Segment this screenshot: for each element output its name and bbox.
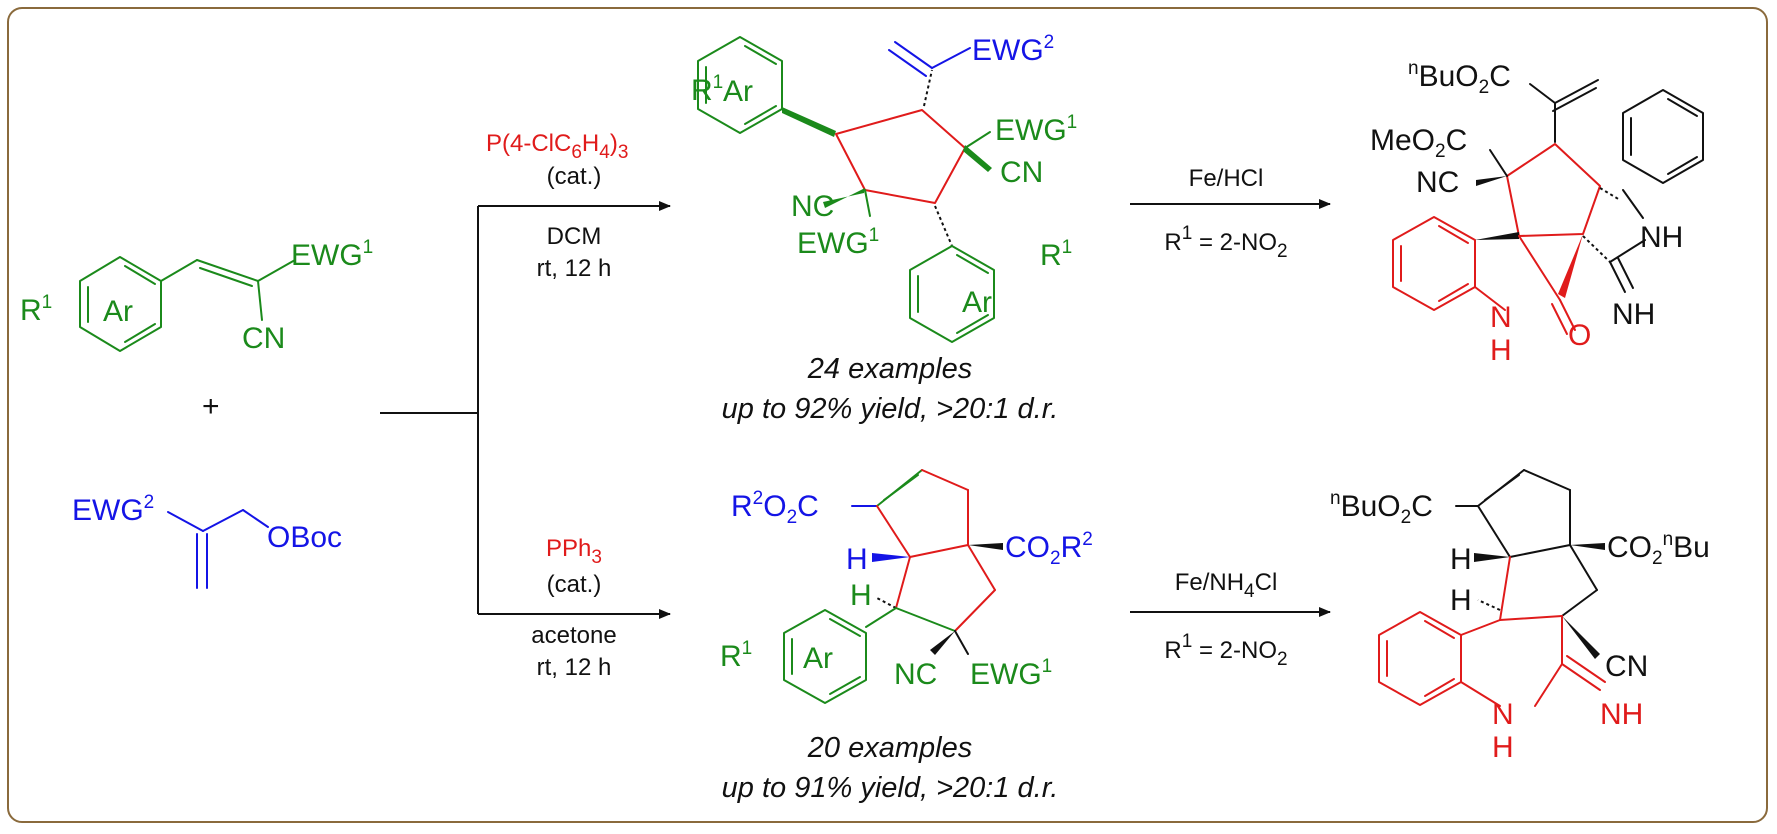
- bottom-conditions: PPh3 (cat.) acetone rt, 12 h: [531, 535, 616, 681]
- ewg2-label: EWG2: [72, 492, 154, 527]
- bottom-examples: 20 examples: [807, 732, 972, 764]
- oboc-label: OBoc: [267, 521, 342, 554]
- ewg1-label: EWG1: [291, 237, 373, 272]
- top-product: R1 Ar EWG2 EWG1 CN NC EWG1 Ar R1: [691, 32, 1077, 343]
- ar-label: Ar: [103, 295, 133, 328]
- top-product-cn: CN: [1000, 156, 1043, 189]
- plus-sign: +: [202, 390, 220, 423]
- top-derivative-nh2: NH: [1612, 298, 1655, 331]
- top-yield: up to 92% yield, >20:1 d.r.: [722, 393, 1059, 425]
- bottom-temp-time: rt, 12 h: [537, 654, 612, 681]
- bottom-product-co2r2: CO2R2: [1005, 529, 1093, 569]
- top-catalyst: P(4-ClC6H4)3: [486, 130, 628, 163]
- bottom-derivative-h1: H: [1450, 543, 1472, 576]
- bottom-derivative-h3: H: [1492, 731, 1514, 764]
- top-temp-time: rt, 12 h: [537, 255, 612, 282]
- bottom-reagent: Fe/NH4Cl: [1175, 569, 1278, 602]
- bottom-r1-condition: R1 = 2-NO2: [1164, 631, 1287, 670]
- bottom-yield: up to 91% yield, >20:1 d.r.: [722, 772, 1059, 804]
- top-product-ar2: Ar: [962, 286, 992, 319]
- bottom-derivative-nh: NH: [1600, 698, 1643, 731]
- bottom-product-ar: Ar: [803, 642, 833, 675]
- bottom-solvent: acetone: [531, 622, 616, 649]
- top-derivative-meo2c: MeO2C: [1370, 124, 1467, 162]
- cn-label: CN: [242, 322, 285, 355]
- scheme-frame: [7, 7, 1768, 823]
- top-examples: 24 examples: [807, 353, 972, 385]
- top-solvent: DCM: [547, 223, 602, 250]
- top-product-ewg2: EWG2: [972, 32, 1054, 67]
- bottom-derivative-cn: CN: [1605, 650, 1648, 683]
- bottom-product-h2: H: [850, 579, 872, 612]
- bottom-product-ewg1: EWG1: [970, 656, 1052, 691]
- top-conditions: P(4-ClC6H4)3 (cat.) DCM rt, 12 h: [486, 130, 628, 282]
- bottom-derivative-h2: H: [1450, 584, 1472, 617]
- reactant-alkene: R1 Ar EWG1 CN: [20, 237, 373, 355]
- bottom-catalyst: PPh3: [546, 535, 602, 568]
- bottom-product-nc: NC: [894, 658, 937, 691]
- bottom-product-h1: H: [846, 543, 868, 576]
- top-product-r1: R1: [691, 72, 723, 107]
- bottom-product-r2o2c: R2O2C: [731, 488, 819, 528]
- bottom-derivative: nBuO2C CO2nBu H H CN N H NH: [1330, 469, 1710, 764]
- bottom-product: R2O2C CO2R2 H H R1 Ar NC EWG1: [720, 469, 1093, 704]
- reactant-mba-carbonate: EWG2 OBoc: [72, 492, 342, 589]
- top-derivative-o: O: [1568, 319, 1591, 352]
- top-product-ewg1-a: EWG1: [995, 112, 1077, 147]
- top-reagent: Fe/HCl: [1189, 165, 1264, 192]
- top-product-ewg1-b: EWG1: [797, 225, 879, 260]
- top-derivative: nBuO2C MeO2C NC NH NH N: [1370, 58, 1704, 367]
- bottom-cat-note: (cat.): [547, 571, 602, 598]
- top-product-ar1: Ar: [723, 75, 753, 108]
- top-derivative-buo2c: nBuO2C: [1408, 58, 1511, 98]
- bottom-derivative-n: N: [1492, 698, 1514, 731]
- top-derivative-h: H: [1490, 334, 1512, 367]
- top-cat-note: (cat.): [547, 163, 602, 190]
- top-product-nc: NC: [791, 190, 834, 223]
- bottom-derivative-buo2c: nBuO2C: [1330, 488, 1433, 528]
- bottom-derivative-co2bu: CO2nBu: [1607, 529, 1710, 569]
- top-derivative-n: N: [1490, 301, 1512, 334]
- top-derivative-nh: NH: [1640, 221, 1683, 254]
- top-derivative-nc: NC: [1416, 166, 1459, 199]
- top-r1-condition: R1 = 2-NO2: [1164, 223, 1287, 262]
